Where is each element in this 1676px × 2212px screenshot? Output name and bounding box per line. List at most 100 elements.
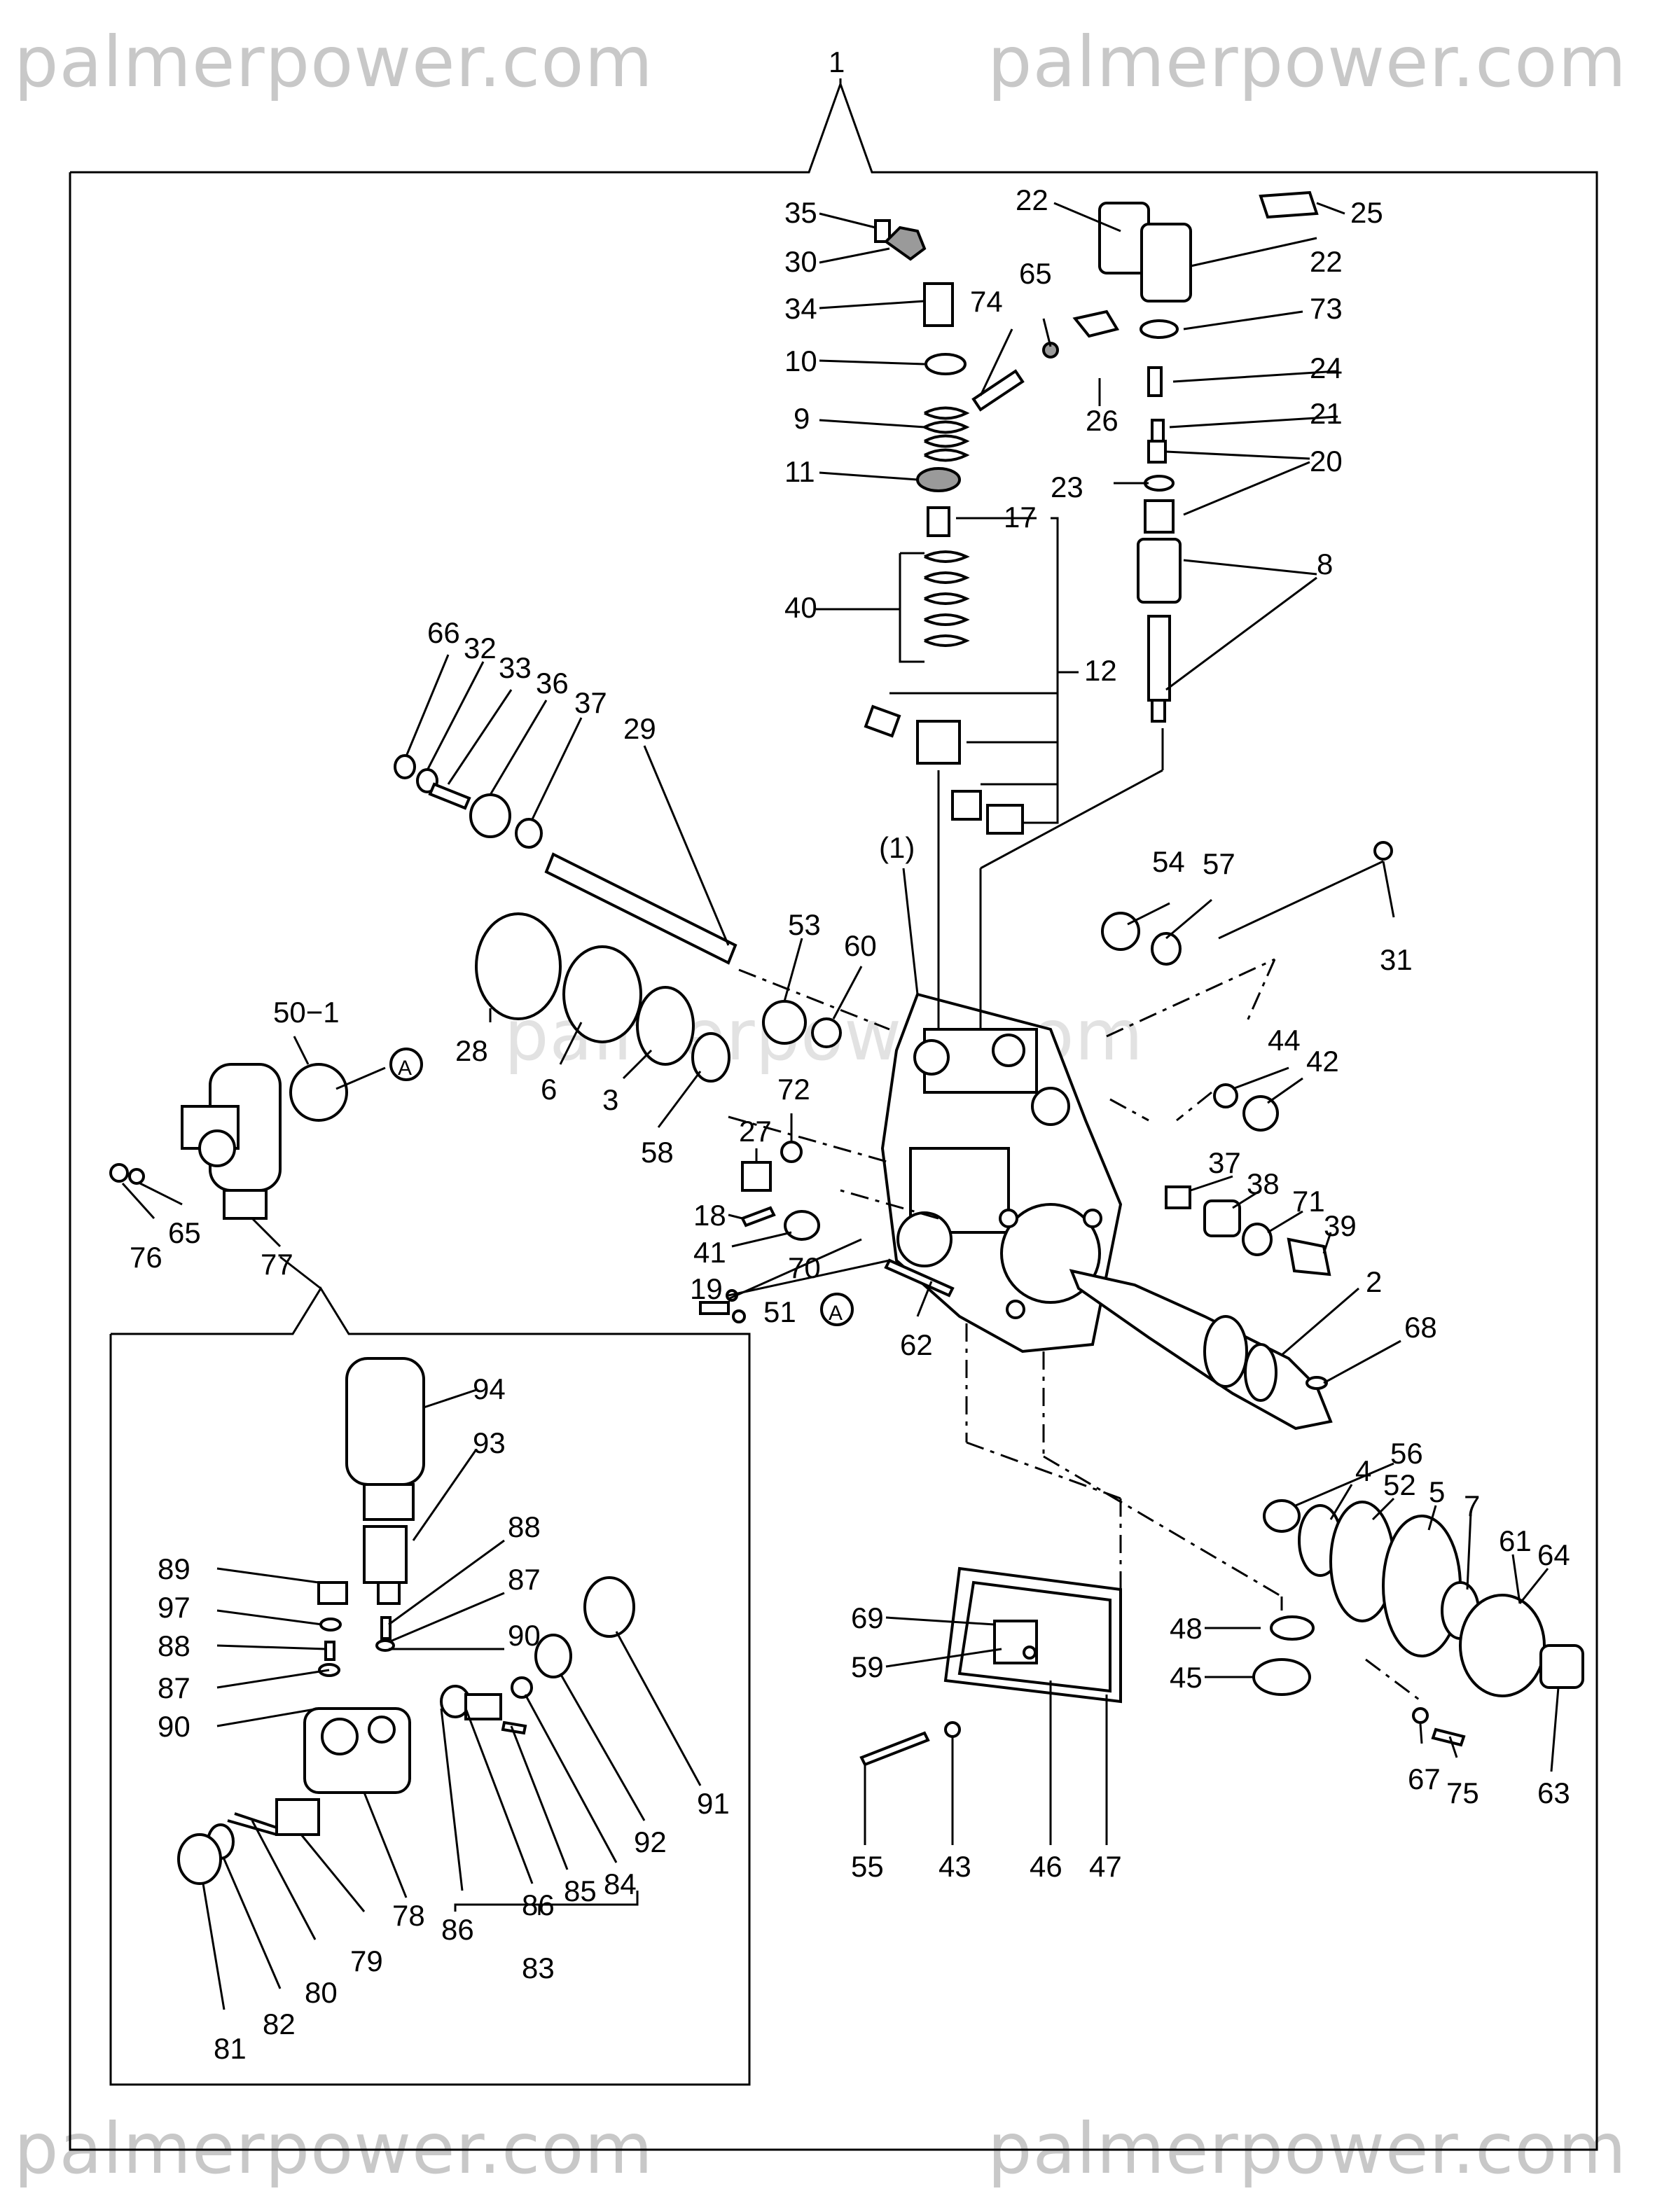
right-side-parts bbox=[1101, 841, 1393, 1390]
label-37-right: 37 bbox=[1208, 1146, 1241, 1179]
label-65-left: 65 bbox=[168, 1216, 201, 1249]
label-63: 63 bbox=[1537, 1776, 1570, 1809]
label-43: 43 bbox=[939, 1850, 971, 1883]
label-44: 44 bbox=[1268, 1024, 1301, 1057]
label-90-right: 90 bbox=[508, 1619, 541, 1652]
label-66: 66 bbox=[427, 616, 460, 649]
label-83: 83 bbox=[522, 1952, 555, 1984]
label-88-left: 88 bbox=[158, 1629, 191, 1662]
watermark-top-right: palmerpower.com bbox=[988, 21, 1627, 103]
assembly-frame bbox=[69, 78, 1598, 2151]
upper-right-parts bbox=[971, 190, 1319, 723]
label-76: 76 bbox=[130, 1241, 162, 1274]
label-82: 82 bbox=[263, 2008, 296, 2040]
label-21: 21 bbox=[1310, 397, 1343, 430]
label-24: 24 bbox=[1310, 352, 1343, 384]
label-40: 40 bbox=[784, 591, 817, 624]
label-79: 79 bbox=[350, 1945, 383, 1977]
label-84: 84 bbox=[604, 1867, 637, 1900]
view-ref-a-left: A bbox=[398, 1057, 412, 1080]
label-81: 81 bbox=[214, 2032, 247, 2065]
inset-frame bbox=[109, 1255, 751, 2086]
label-2: 2 bbox=[1366, 1265, 1382, 1298]
label-4: 4 bbox=[1355, 1454, 1371, 1487]
label-34: 34 bbox=[784, 292, 817, 325]
label-35: 35 bbox=[784, 196, 817, 229]
label-5: 5 bbox=[1429, 1475, 1445, 1508]
inset-parts bbox=[177, 1357, 635, 1885]
label-69: 69 bbox=[851, 1601, 884, 1634]
label-87-right: 87 bbox=[508, 1563, 541, 1596]
label-17: 17 bbox=[1004, 501, 1037, 534]
label-85: 85 bbox=[564, 1874, 597, 1907]
label-78: 78 bbox=[392, 1899, 425, 1932]
upper-column-parts bbox=[864, 219, 1024, 835]
label-housing-1: (1) bbox=[879, 831, 915, 864]
cover-plate-group bbox=[859, 1566, 1122, 1767]
label-91: 91 bbox=[697, 1787, 730, 1820]
label-89: 89 bbox=[158, 1552, 191, 1585]
label-8: 8 bbox=[1317, 548, 1333, 580]
label-29: 29 bbox=[623, 712, 656, 745]
label-53: 53 bbox=[788, 908, 821, 941]
watermark-top-left: palmerpower.com bbox=[14, 21, 653, 103]
view-ref-a-right: A bbox=[829, 1302, 843, 1325]
label-68: 68 bbox=[1404, 1311, 1437, 1344]
label-18: 18 bbox=[693, 1199, 726, 1232]
label-72: 72 bbox=[777, 1073, 810, 1106]
alignment-lines bbox=[728, 958, 1422, 1703]
label-23: 23 bbox=[1051, 471, 1083, 503]
label-38: 38 bbox=[1247, 1167, 1280, 1200]
label-74: 74 bbox=[970, 285, 1003, 318]
label-61: 61 bbox=[1499, 1524, 1532, 1557]
label-39: 39 bbox=[1324, 1209, 1357, 1242]
label-60: 60 bbox=[844, 929, 877, 962]
label-86-left: 86 bbox=[441, 1913, 474, 1946]
label-87-left: 87 bbox=[158, 1671, 191, 1704]
label-27: 27 bbox=[739, 1115, 772, 1148]
label-92: 92 bbox=[634, 1825, 667, 1858]
label-55: 55 bbox=[851, 1850, 884, 1883]
label-25: 25 bbox=[1350, 196, 1383, 229]
label-6: 6 bbox=[541, 1073, 557, 1106]
label-31: 31 bbox=[1380, 943, 1413, 976]
label-54: 54 bbox=[1152, 845, 1185, 878]
label-45: 45 bbox=[1170, 1661, 1203, 1694]
label-57: 57 bbox=[1203, 847, 1235, 880]
label-56: 56 bbox=[1390, 1437, 1423, 1470]
label-52: 52 bbox=[1383, 1468, 1416, 1501]
part-labels: 35 30 34 10 9 11 40 17 12 22 25 22 73 24… bbox=[130, 183, 1570, 2065]
label-3: 3 bbox=[602, 1083, 618, 1116]
drive-shaft bbox=[1069, 1269, 1333, 1431]
label-10: 10 bbox=[784, 345, 817, 377]
label-70: 70 bbox=[788, 1251, 821, 1284]
label-7: 7 bbox=[1464, 1489, 1480, 1522]
label-22-right: 22 bbox=[1310, 245, 1343, 278]
label-12: 12 bbox=[1084, 654, 1117, 687]
label-94: 94 bbox=[473, 1372, 506, 1405]
label-30: 30 bbox=[784, 245, 817, 278]
label-48: 48 bbox=[1170, 1612, 1203, 1645]
label-28: 28 bbox=[455, 1034, 488, 1067]
feed-pump-body bbox=[109, 1048, 854, 1326]
label-22-top: 22 bbox=[1016, 183, 1048, 216]
label-26: 26 bbox=[1086, 404, 1119, 437]
label-46: 46 bbox=[1030, 1850, 1062, 1883]
label-71: 71 bbox=[1292, 1185, 1325, 1218]
label-9: 9 bbox=[794, 402, 810, 435]
label-64: 64 bbox=[1537, 1538, 1570, 1571]
label-77: 77 bbox=[261, 1248, 293, 1281]
label-90-left: 90 bbox=[158, 1710, 191, 1743]
label-86-right: 86 bbox=[522, 1888, 555, 1921]
label-58: 58 bbox=[641, 1136, 674, 1169]
label-88-right: 88 bbox=[508, 1510, 541, 1543]
label-37-left: 37 bbox=[574, 686, 607, 719]
label-73: 73 bbox=[1310, 292, 1343, 325]
label-50-1: 50−1 bbox=[273, 996, 340, 1029]
label-93: 93 bbox=[473, 1426, 506, 1459]
label-59: 59 bbox=[851, 1650, 884, 1683]
label-19: 19 bbox=[690, 1272, 723, 1305]
flange-group bbox=[1252, 1499, 1584, 1747]
label-65-top: 65 bbox=[1019, 257, 1052, 290]
